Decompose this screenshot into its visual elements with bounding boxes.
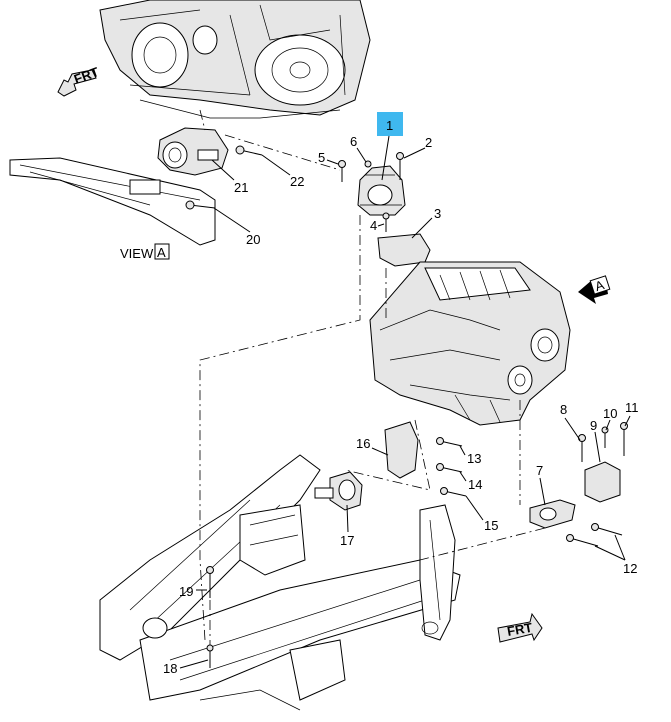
bolt-2: [396, 152, 404, 180]
bolt-15: [440, 487, 467, 497]
leader-lines: [179, 135, 631, 669]
view-a-arrow: A: [578, 275, 611, 304]
callout-8: 8: [560, 402, 567, 417]
callout-15: 15: [484, 518, 498, 533]
bracket-3: [377, 233, 431, 267]
highlight-callout-1: [377, 112, 403, 136]
callout-22: 22: [290, 174, 304, 189]
bolt-12b: [566, 534, 599, 547]
bracket-16: [384, 421, 419, 479]
callout-18: 18: [163, 661, 177, 676]
bolt-19: [206, 566, 214, 598]
transaxle-illustration: [99, 0, 371, 119]
callout-20: 20: [246, 232, 260, 247]
callout-9: 9: [590, 418, 597, 433]
frame-rail-view-a: [9, 157, 216, 246]
callout-12: 12: [623, 561, 637, 576]
callout-2: 2: [425, 135, 432, 150]
callout-labels: 1 2 3 4 5 6 7 8 9 10 11 12 13 14 15 16 1…: [163, 118, 639, 676]
bolt-13: [436, 437, 463, 447]
callout-1: 1: [386, 118, 393, 133]
callout-11: 11: [625, 400, 639, 415]
view-label: VIEW: [120, 246, 154, 261]
bolt-14: [436, 463, 463, 473]
callout-7: 7: [536, 463, 543, 478]
callout-19: 19: [179, 584, 193, 599]
bolt-10: [601, 426, 609, 448]
callout-6: 6: [350, 134, 357, 149]
view-letter-box: [154, 243, 170, 260]
nut-6: [364, 160, 372, 168]
callout-4: 4: [370, 218, 377, 233]
alignment-guides: [199, 109, 546, 645]
callout-21: 21: [234, 180, 248, 195]
callout-17: 17: [340, 533, 354, 548]
bolt-4: [382, 212, 390, 232]
frt-label-bottom: FRT: [506, 620, 534, 639]
bolt-12a: [591, 523, 623, 536]
engine-illustration: [369, 261, 571, 426]
rear-mount-7: [529, 499, 576, 529]
callout-16: 16: [356, 436, 370, 451]
callout-3: 3: [434, 206, 441, 221]
frt-label-top: FRT: [72, 64, 101, 87]
callout-5: 5: [318, 150, 325, 165]
front-mount-17: [314, 471, 363, 511]
callout-10: 10: [603, 406, 617, 421]
front-direction-arrow-top: FRT: [57, 64, 101, 97]
callout-13: 13: [467, 451, 481, 466]
bracket-9: [584, 461, 621, 503]
callout-14: 14: [468, 477, 482, 492]
bolt-11: [620, 422, 628, 456]
frame-cradle: [99, 454, 461, 711]
bolt-20: [185, 200, 216, 210]
bolt-5: [338, 160, 346, 182]
front-direction-arrow-bottom: FRT: [497, 612, 543, 643]
transaxle-mount-21: [157, 127, 229, 176]
engine-mount-1: [357, 165, 406, 216]
bolt-22: [235, 145, 263, 156]
view-letter: A: [157, 245, 166, 260]
